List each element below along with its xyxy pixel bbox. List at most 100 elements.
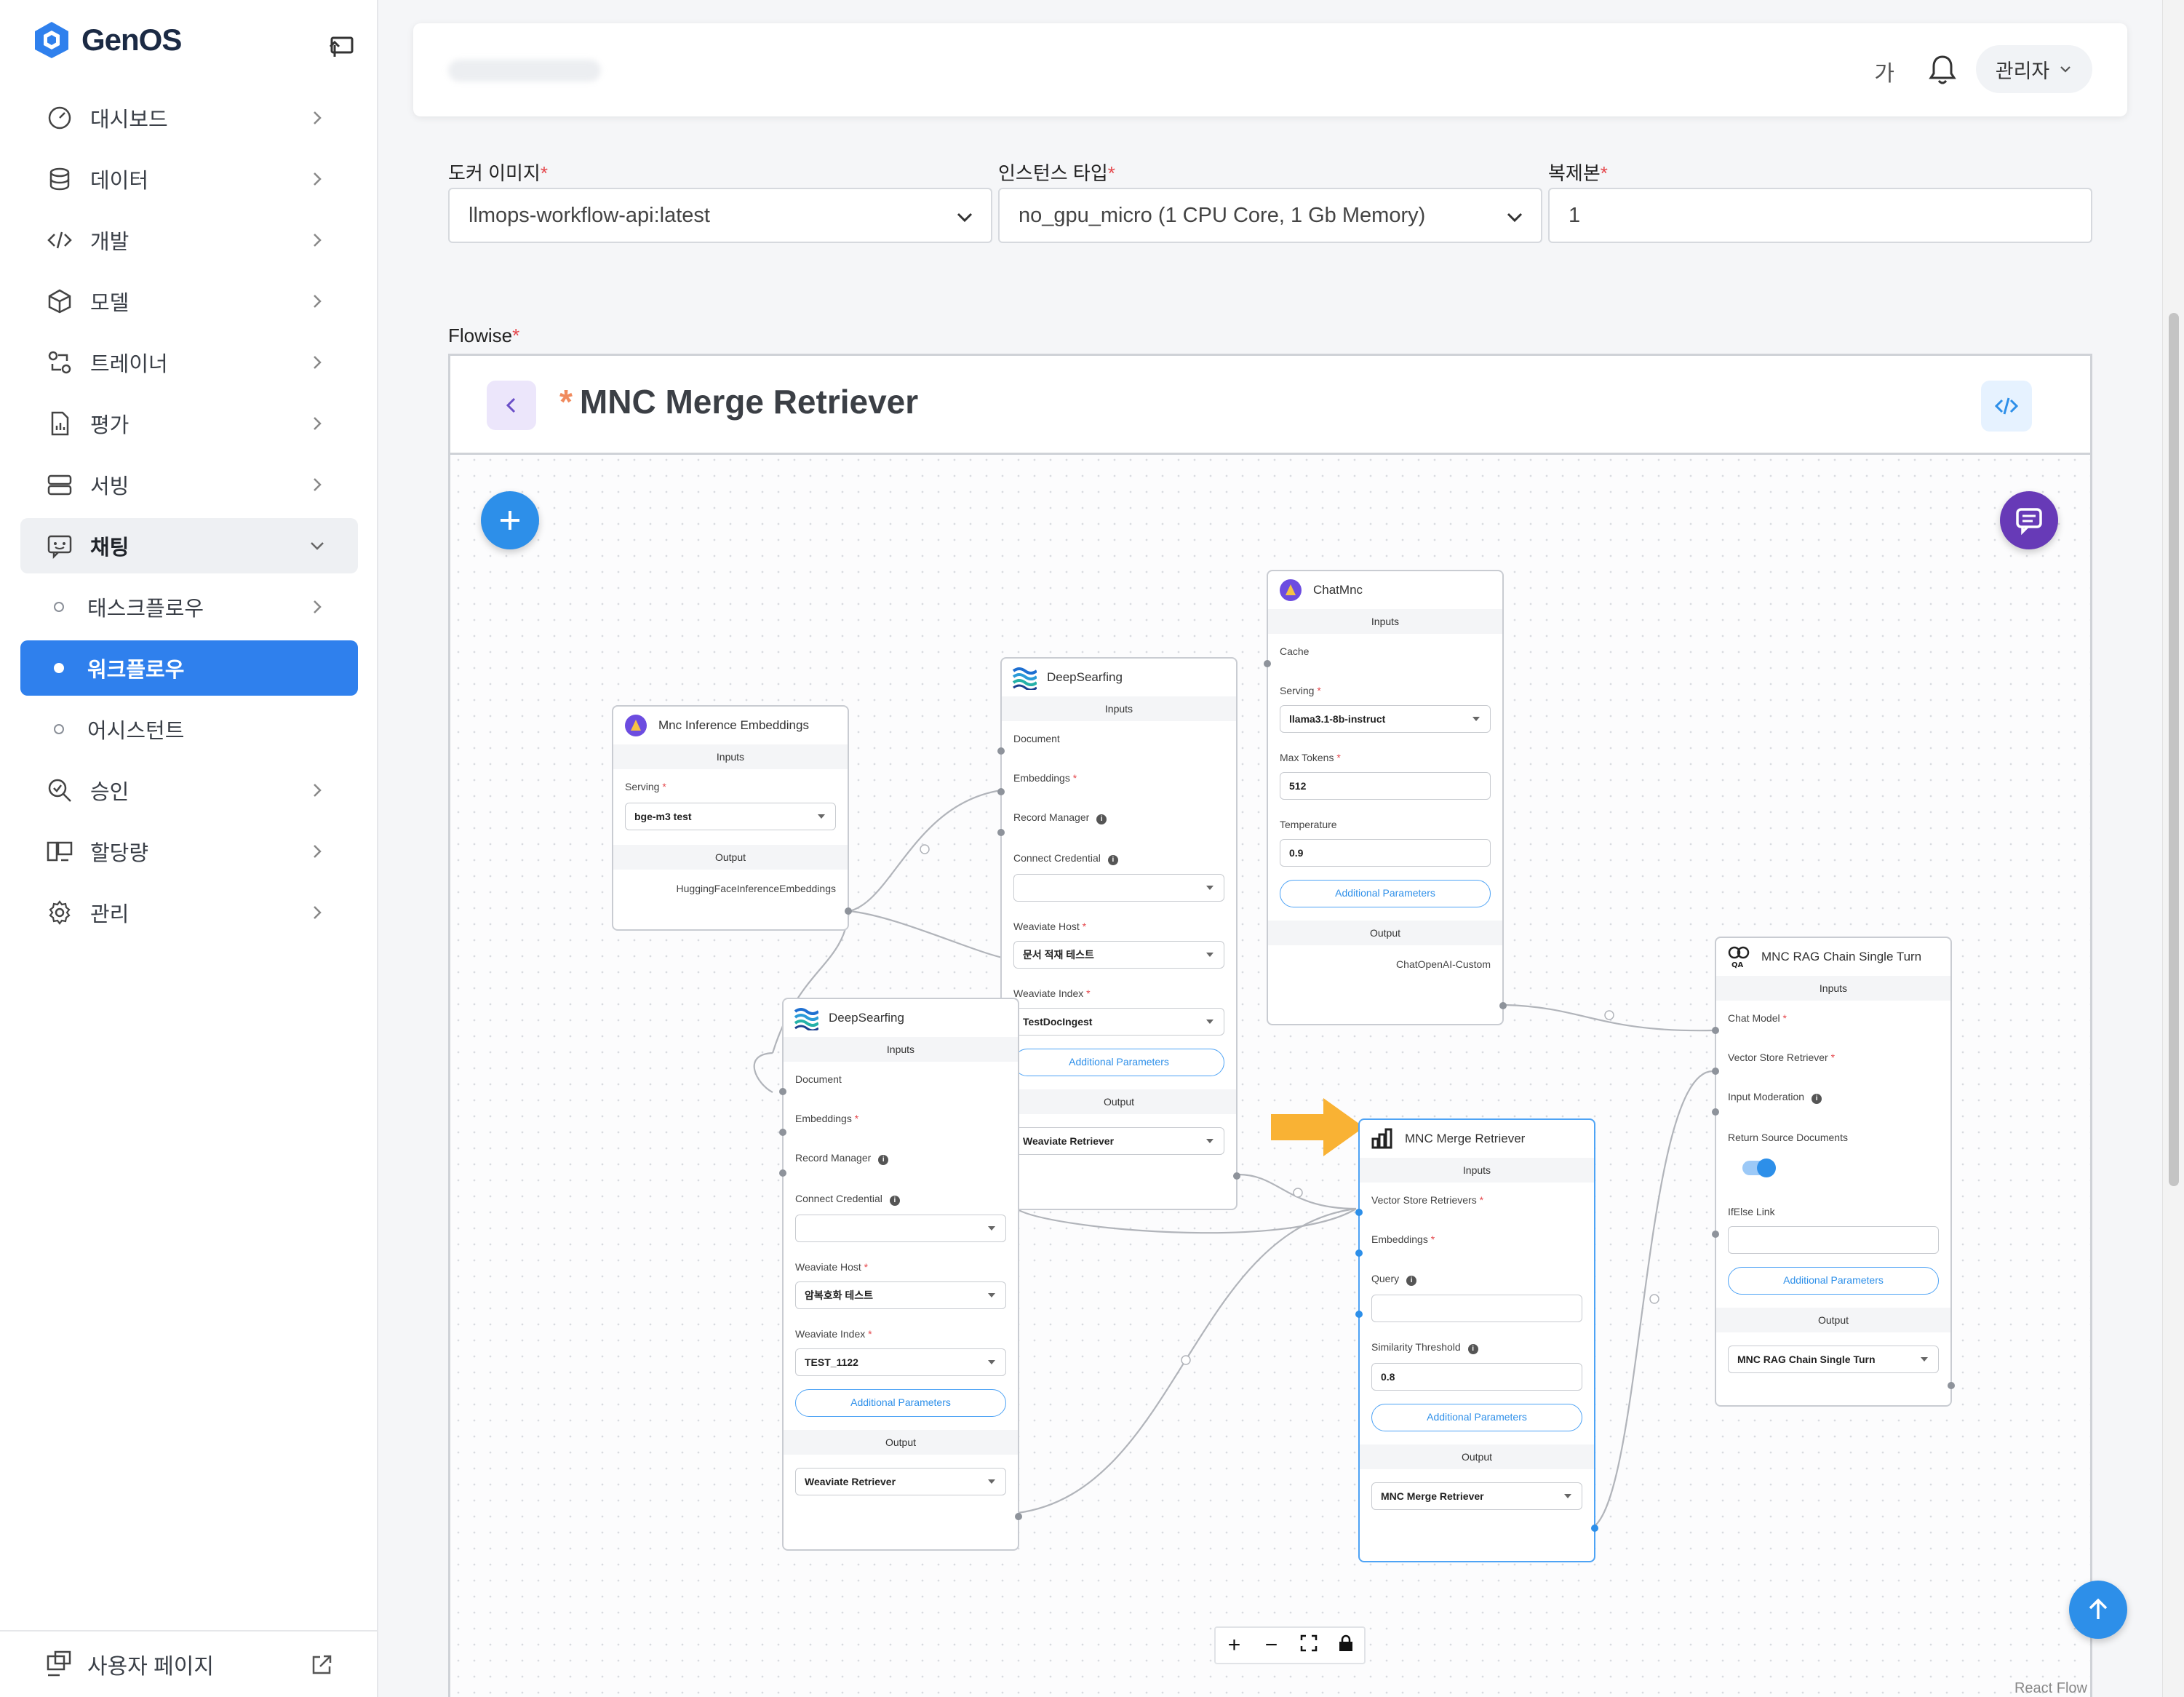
sidebar-item-model[interactable]: 모델 [20,274,358,329]
user-menu-button[interactable]: 관리자 [1976,45,2092,93]
react-flow-attribution[interactable]: React Flow [2014,1680,2087,1697]
collapse-sidebar-icon[interactable] [327,32,356,61]
sidebar-item-serving[interactable]: 서빙 [20,457,358,512]
additional-parameters-button[interactable]: Additional Parameters [795,1389,1006,1417]
output-select[interactable]: Weaviate Retriever [795,1468,1006,1495]
input-handle[interactable] [779,1129,786,1136]
output-handle[interactable] [1015,1513,1022,1520]
sidebar-item-workflow[interactable]: 워크플로우 [20,640,358,696]
sidebar-item-data[interactable]: 데이터 [20,151,358,207]
node-mnc-inference-embeddings[interactable]: Mnc Inference Embeddings Inputs Serving … [612,705,849,931]
index-select[interactable]: TEST_1122 [795,1348,1006,1376]
similarity-input[interactable]: 0.8 [1371,1363,1582,1391]
max-tokens-input[interactable]: 512 [1280,772,1491,800]
input-handle[interactable] [997,829,1005,836]
input-handle[interactable] [997,747,1005,755]
node-deepsearfing-2[interactable]: DeepSearfing Inputs Document Embeddings … [782,998,1019,1551]
serving-label: Serving * [1280,685,1491,696]
font-size-toggle[interactable]: 가 [1874,55,1894,87]
host-select[interactable]: 암복호화 테스트 [795,1281,1006,1309]
user-page-link[interactable]: 사용자 페이지 [0,1630,377,1697]
additional-parameters-button[interactable]: Additional Parameters [1280,880,1491,907]
index-select[interactable]: TestDocIngest [1013,1008,1224,1036]
input-handle[interactable] [997,788,1005,795]
replicas-value: 1 [1569,204,1580,228]
scrollbar-thumb[interactable] [2169,313,2179,1186]
serving-select[interactable]: bge-m3 test [625,803,836,830]
input-handle[interactable] [1712,1108,1719,1116]
logo[interactable]: GenOS [32,20,181,60]
query-input[interactable] [1371,1295,1582,1322]
trainer-icon [45,348,74,377]
gauge-icon [45,103,74,132]
zoom-in-icon[interactable]: + [1221,1633,1248,1658]
sidebar-item-label: 서빙 [90,469,129,500]
output-handle[interactable] [1499,1002,1507,1009]
report-icon [45,409,74,438]
output-select[interactable]: MNC RAG Chain Single Turn [1728,1346,1939,1373]
page-scrollbar[interactable] [2162,0,2184,1697]
sidebar-item-dev[interactable]: 개발 [20,212,358,268]
input-handle[interactable] [1355,1249,1363,1257]
sidebar-item-admin[interactable]: 관리 [20,885,358,940]
lock-icon[interactable] [1333,1633,1359,1658]
input-handle[interactable] [779,1169,786,1177]
additional-parameters-button[interactable]: Additional Parameters [1728,1267,1939,1295]
sidebar-item-label: 개발 [90,225,129,255]
fit-view-icon[interactable] [1296,1633,1322,1658]
record-manager-label: Record Manageri [795,1152,1006,1165]
input-handle[interactable] [1355,1209,1363,1216]
node-mnc-rag-chain[interactable]: QAMNC RAG Chain Single Turn Inputs Chat … [1715,937,1952,1407]
sidebar-item-assistant[interactable]: 어시스턴트 [20,702,358,757]
sidebar-item-approval[interactable]: 승인 [20,763,358,818]
output-handle[interactable] [1948,1382,1955,1389]
flowise-canvas[interactable]: *MNC Merge Retriever Mnc Inference Embe [448,354,2092,1697]
output-select[interactable]: Weaviate Retriever [1013,1127,1224,1155]
output-handle[interactable] [1591,1525,1598,1532]
output-header: Output [1360,1444,1594,1469]
chevron-down-icon [2058,62,2073,76]
scroll-to-top-button[interactable] [2069,1581,2127,1639]
output-handle[interactable] [1233,1172,1240,1180]
input-handle[interactable] [1712,1231,1719,1238]
node-mnc-merge-retriever[interactable]: MNC Merge Retriever Inputs Vector Store … [1358,1118,1595,1562]
additional-parameters-button[interactable]: Additional Parameters [1013,1049,1224,1076]
input-handle[interactable] [1355,1311,1363,1318]
output-header: Output [1002,1089,1236,1114]
node-deepsearfing-1[interactable]: DeepSearfing Inputs Document Embeddings … [1000,657,1238,1210]
credential-select[interactable] [1013,874,1224,902]
sidebar-item-dashboard[interactable]: 대시보드 [20,90,358,146]
sidebar-item-evaluation[interactable]: 평가 [20,396,358,451]
host-select[interactable]: 문서 적재 테스트 [1013,941,1224,969]
credential-select[interactable] [795,1215,1006,1242]
replicas-input[interactable]: 1 [1548,188,2092,243]
temperature-input[interactable]: 0.9 [1280,839,1491,867]
instance-type-select[interactable]: no_gpu_micro (1 CPU Core, 1 Gb Memory) [998,188,1542,243]
zoom-out-icon[interactable]: − [1259,1633,1285,1658]
sidebar-item-trainer[interactable]: 트레이너 [20,335,358,390]
sidebar-item-quota[interactable]: 할당량 [20,824,358,879]
embeddings-label: Embeddings * [1013,772,1224,784]
additional-parameters-button[interactable]: Additional Parameters [1371,1404,1582,1431]
sidebar-item-taskflow[interactable]: 태스크플로우 [20,579,358,635]
return-source-toggle[interactable] [1742,1161,1774,1175]
node-chatmnc[interactable]: ChatMnc Inputs Cache Serving * llama3.1-… [1267,570,1504,1025]
serving-select[interactable]: llama3.1-8b-instruct [1280,705,1491,733]
node-title: MNC RAG Chain Single Turn [1761,950,1921,964]
output-select[interactable]: MNC Merge Retriever [1371,1482,1582,1510]
sidebar-item-label: 데이터 [90,164,148,194]
ifelse-input[interactable] [1728,1226,1939,1254]
sidebar-item-chat[interactable]: 채팅 [20,518,358,573]
docker-image-select[interactable]: llmops-workflow-api:latest [448,188,992,243]
replicas-label: 복제본* [1548,159,1608,186]
inputs-header: Inputs [1002,696,1236,721]
max-tokens-label: Max Tokens * [1280,752,1491,763]
input-handle[interactable] [779,1088,786,1095]
input-handle[interactable] [1712,1068,1719,1075]
input-handle[interactable] [1264,660,1271,667]
output-handle[interactable] [845,907,852,915]
node-title: DeepSearfing [829,1011,904,1025]
bell-icon[interactable] [1926,52,1958,87]
input-handle[interactable] [1712,1027,1719,1034]
chevron-right-icon [307,413,327,434]
